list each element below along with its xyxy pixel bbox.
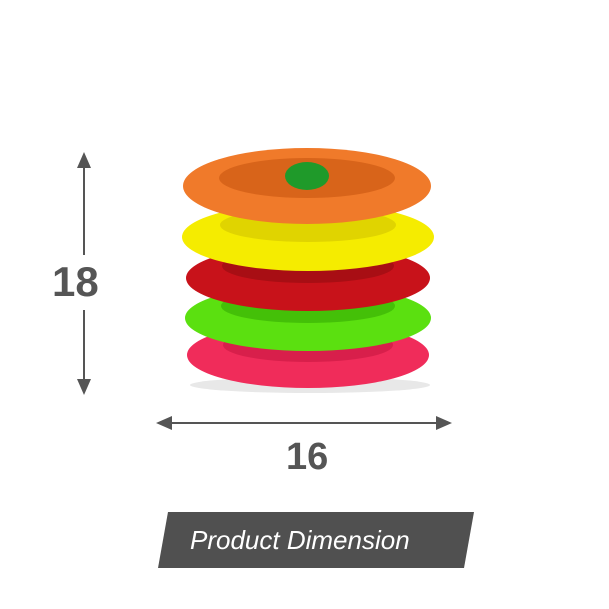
banner-label: Product Dimension bbox=[190, 525, 410, 555]
width-arrow bbox=[156, 416, 452, 430]
width-value: 16 bbox=[286, 436, 329, 478]
banner-background bbox=[158, 512, 474, 568]
height-value: 18 bbox=[52, 258, 99, 305]
height-arrow bbox=[77, 152, 91, 395]
ring-stack bbox=[182, 148, 434, 388]
center-knob bbox=[285, 162, 329, 190]
